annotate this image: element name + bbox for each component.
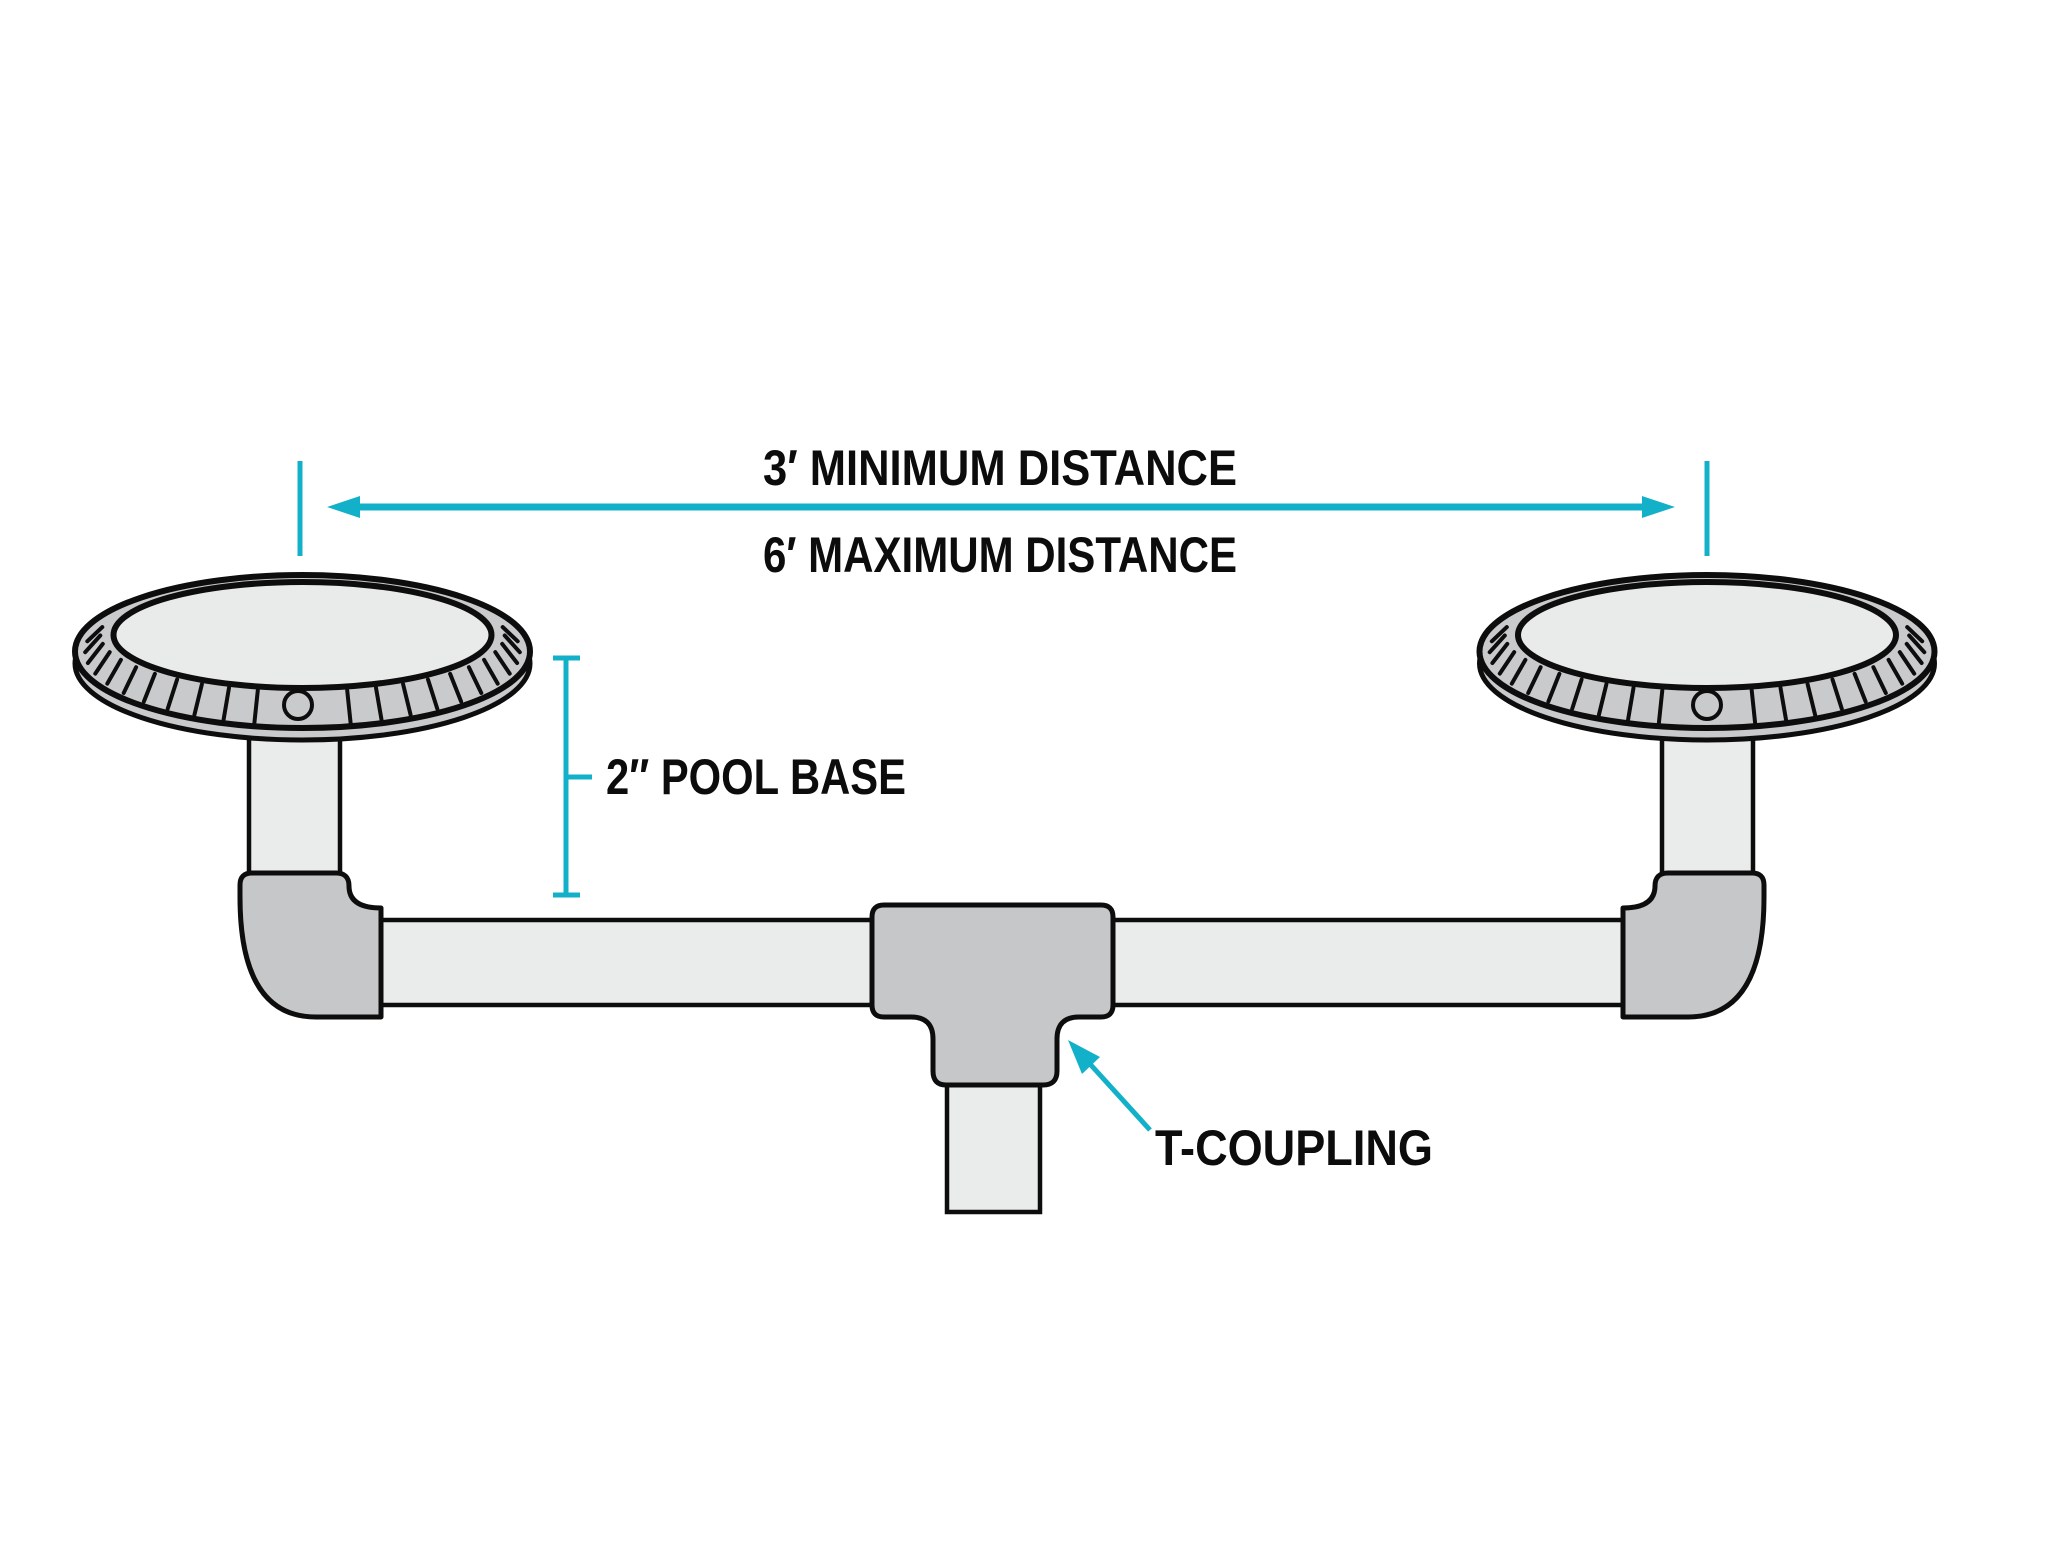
callout-arrowhead-icon (1068, 1040, 1100, 1074)
drain-rim-screw (282, 689, 314, 721)
drain-tick-marks (83, 625, 522, 725)
pool-base-dimension: 2″ POOL BASE (553, 655, 906, 898)
drain-tick-marks (1487, 625, 1927, 725)
drain-cover-top (110, 579, 495, 691)
max-distance-label: 6′ MAXIMUM DISTANCE (763, 527, 1237, 583)
t-coupling-callout: T-COUPLING (1068, 1040, 1433, 1176)
pool-base-label: 2″ POOL BASE (606, 749, 906, 805)
left-elbow-fitting (237, 870, 384, 1020)
arrowhead-right-icon (1642, 496, 1675, 518)
main-drain-left (72, 572, 533, 743)
drain-rim-screw (1691, 689, 1723, 721)
right-elbow-fitting (1620, 870, 1767, 1020)
t-coupling-label: T-COUPLING (1155, 1120, 1433, 1176)
distance-dimension: 3′ MINIMUM DISTANCE 6′ MAXIMUM DISTANCE (297, 440, 1710, 583)
bottom-outlet-pipe (944, 1077, 1043, 1215)
min-distance-label: 3′ MINIMUM DISTANCE (763, 440, 1237, 496)
main-drain-right (1476, 572, 1938, 743)
drain-cover-top (1515, 579, 1899, 691)
arrowhead-left-icon (327, 496, 360, 518)
t-coupling-fitting (869, 902, 1116, 1088)
callout-arrow-shaft (1088, 1062, 1152, 1132)
